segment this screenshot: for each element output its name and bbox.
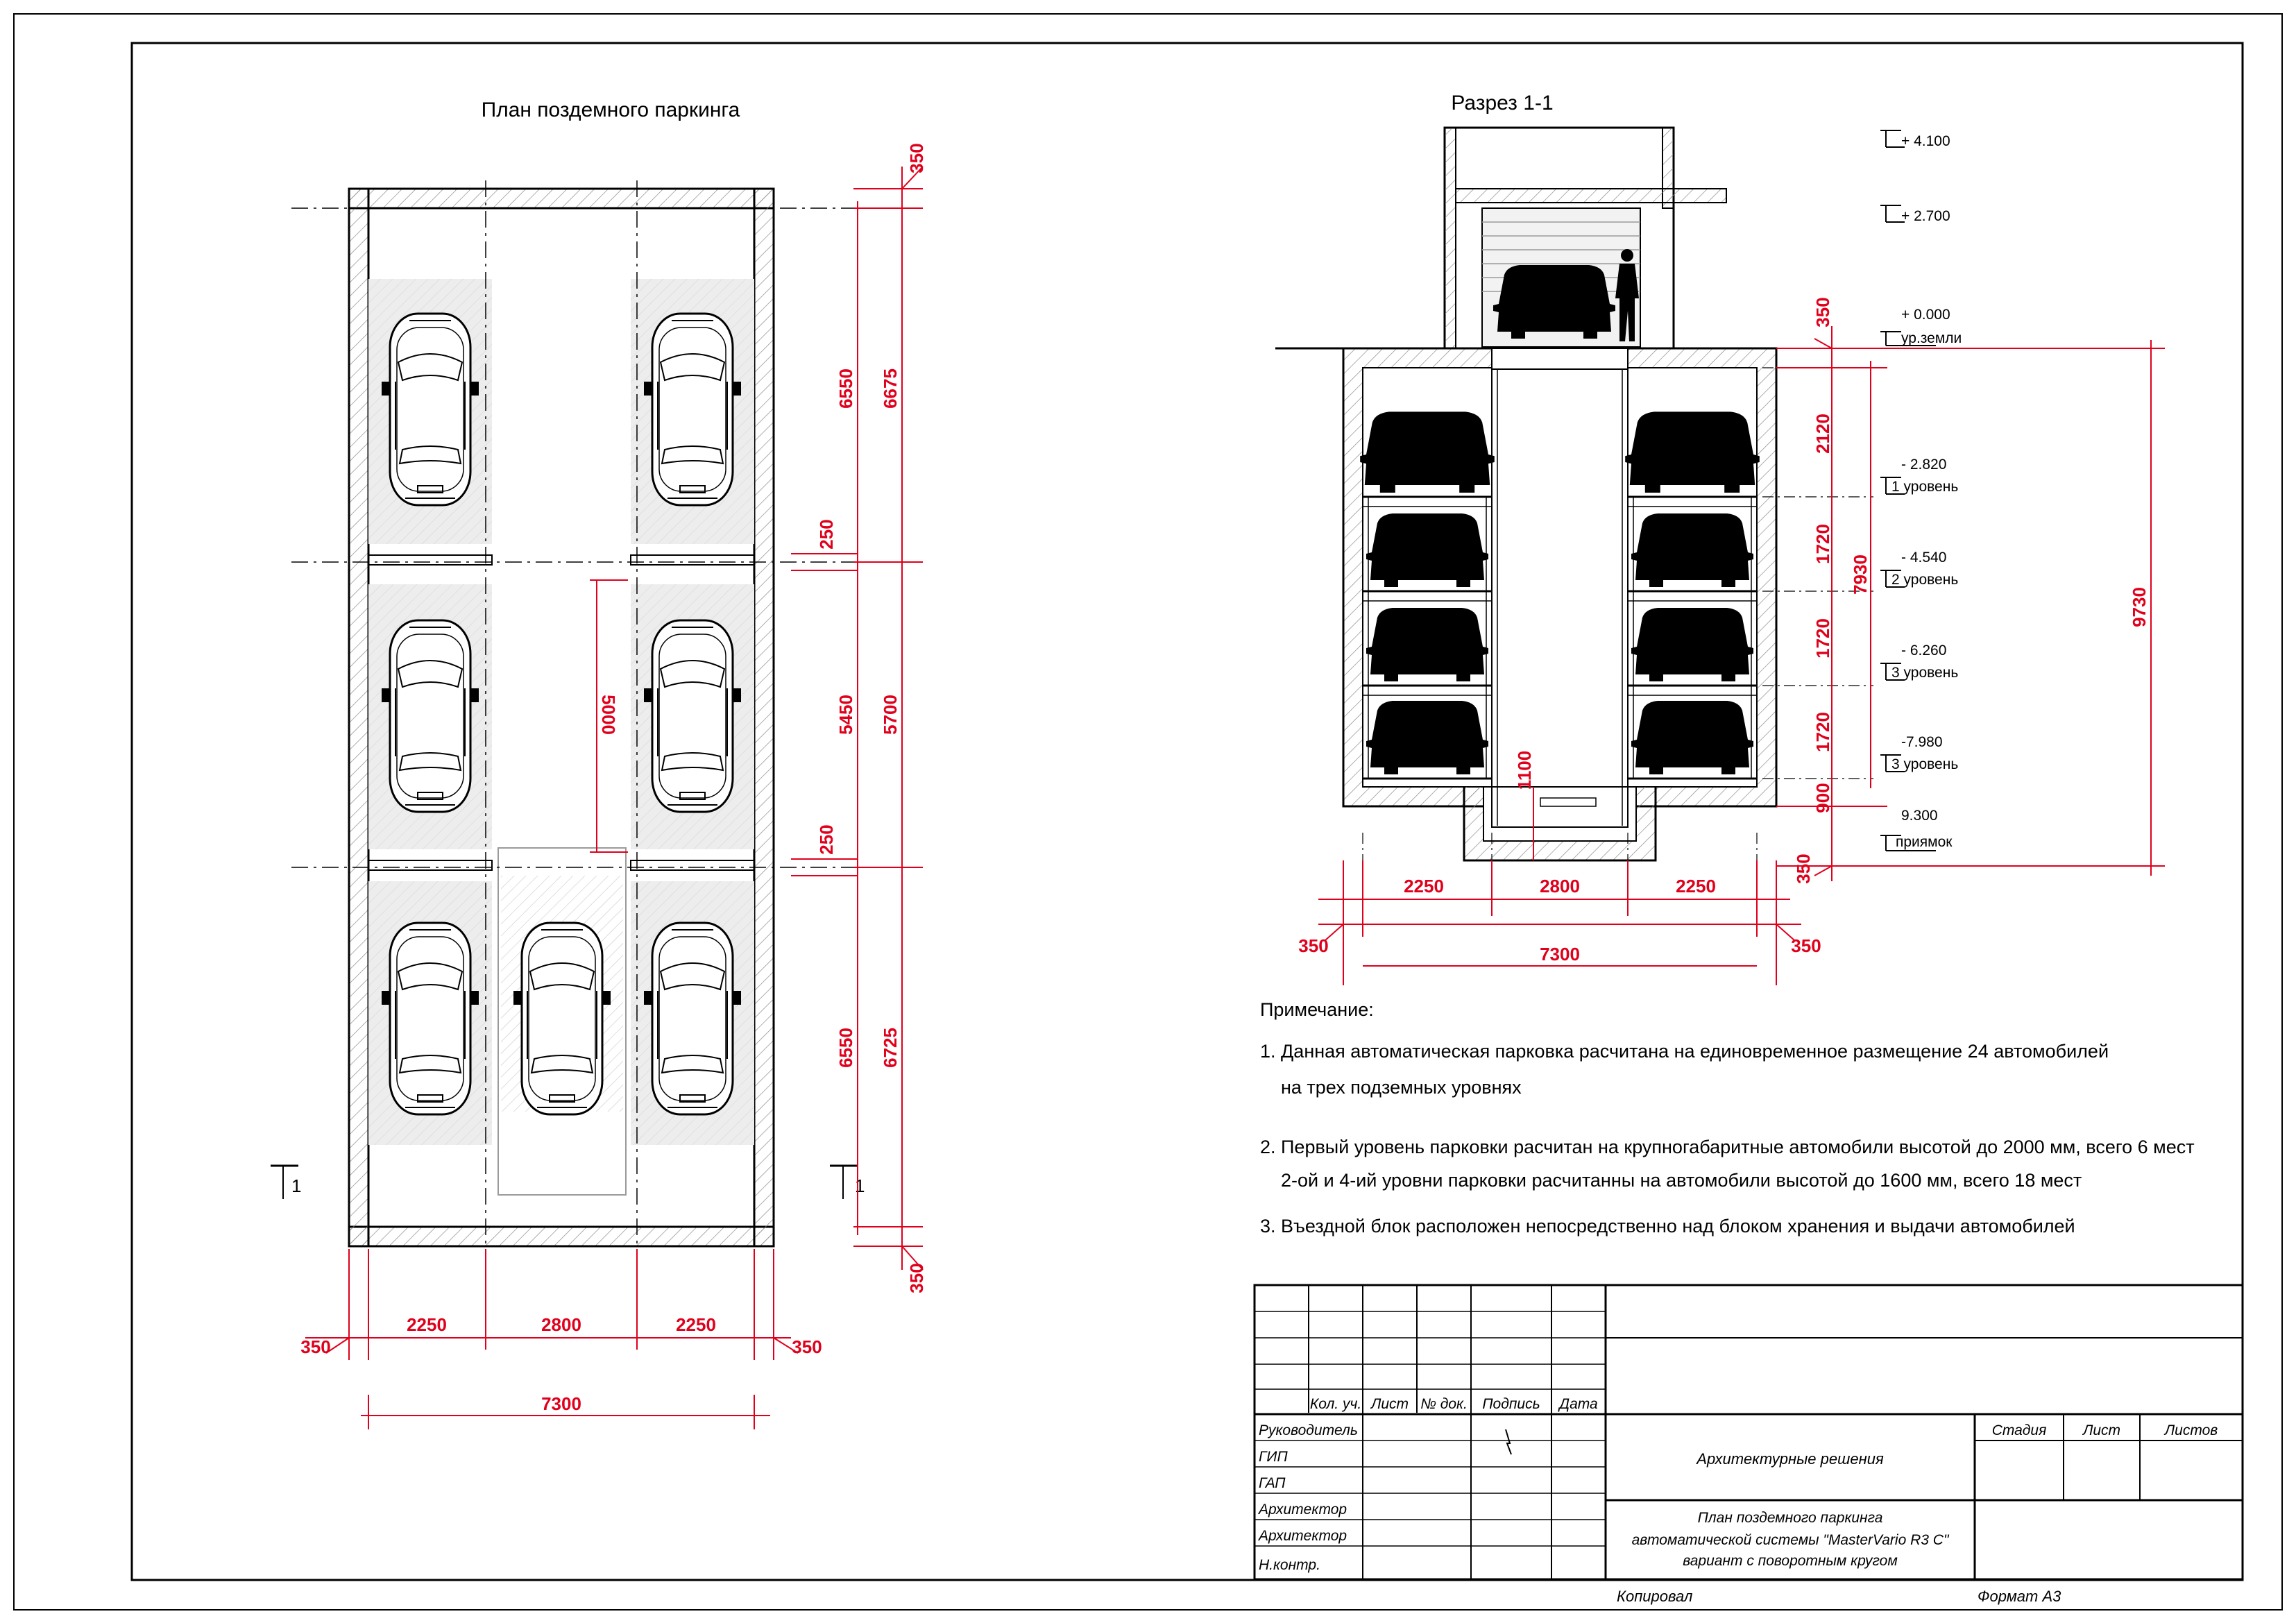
level-3-label: ур.земли — [1901, 330, 1962, 346]
level-1-value: + 4.100 — [1901, 133, 1950, 149]
tb-stage: Стадия — [1992, 1422, 2047, 1438]
plan-dim-bottom-1: 2250 — [407, 1314, 447, 1335]
level-4-value: - 2.820 — [1901, 457, 1946, 473]
level-8-label: приямок — [1896, 834, 1953, 850]
plan-drawing — [271, 180, 858, 1249]
tb-col-4: Подпись — [1482, 1396, 1540, 1412]
note-1b: на трех подземных уровнях — [1281, 1077, 1522, 1098]
plan-title: План поздемного паркинга — [482, 99, 740, 121]
section-dim-v-7: 350 — [1793, 853, 1814, 883]
tb-col-5: Дата — [1558, 1396, 1597, 1412]
tb-copied: Копировал — [1617, 1588, 1692, 1605]
level-6-value: - 6.260 — [1901, 643, 1946, 658]
tb-role-1: Руководитель — [1259, 1422, 1358, 1438]
tb-role-3: ГАП — [1259, 1475, 1286, 1491]
section-mark-left: 1 — [291, 1175, 301, 1196]
plan-dim-total: 7300 — [541, 1393, 581, 1414]
tb-sheet: Лист — [2082, 1422, 2120, 1438]
plan-dim-right-1: 6550 — [835, 368, 856, 409]
plan-dim-outer-2: 6675 — [880, 368, 901, 409]
tb-col-1: Кол. уч. — [1310, 1396, 1361, 1412]
section-title: Разрез 1-1 — [1451, 92, 1553, 114]
plan-dim-right-3: 5450 — [835, 695, 856, 735]
level-6-label: 3 уровень — [1891, 665, 1958, 681]
tb-role-5: Архитектор — [1257, 1528, 1347, 1544]
plan-dim-wall-left: 350 — [300, 1336, 330, 1357]
section-dim-v-3: 1720 — [1812, 524, 1833, 564]
plan-dim-right-5: 6550 — [835, 1028, 856, 1068]
section-dim-v-4: 1720 — [1812, 618, 1833, 658]
section-dim-9730: 9730 — [2129, 587, 2150, 627]
tb-role-4: Архитектор — [1257, 1502, 1347, 1518]
plan-dim-outer-5: 350 — [906, 1263, 927, 1293]
plan-dim-right-2: 250 — [816, 519, 837, 549]
section-mark-right: 1 — [855, 1175, 865, 1196]
tb-sheets: Листов — [2163, 1422, 2218, 1438]
level-2-value: + 2.700 — [1901, 208, 1950, 224]
level-7-value: -7.980 — [1901, 734, 1943, 750]
tb-desc-1: План поздемного паркинга — [1698, 1510, 1883, 1526]
tb-desc-2: автоматической системы "MasterVario R3 C… — [1632, 1532, 1950, 1548]
plan-dim-center: 5000 — [598, 695, 619, 735]
plan-dim-bottom-3: 2250 — [676, 1314, 716, 1335]
level-5-label: 2 уровень — [1891, 572, 1958, 588]
level-8-value: 9.300 — [1901, 808, 1938, 824]
tb-role-2: ГИП — [1259, 1449, 1288, 1465]
plan-dim-outer-1: 350 — [906, 143, 927, 173]
section-dim-total: 7300 — [1540, 944, 1580, 965]
title-block-text: Кол. уч. Лист № док. Подпись Дата Руково… — [1257, 1396, 2218, 1605]
section-dim-wall-right: 350 — [1791, 935, 1821, 956]
level-3-value: + 0.000 — [1901, 307, 1950, 323]
notes: Примечание: 1. Данная автоматическая пар… — [1260, 999, 2195, 1237]
section-dims-vertical — [1533, 326, 2165, 881]
tb-role-6: Н.контр. — [1259, 1557, 1320, 1573]
note-2a: 2. Первый уровень парковки расчитан на к… — [1260, 1137, 2195, 1157]
section-dim-v-2: 2120 — [1812, 414, 1833, 454]
plan-dim-bottom-2: 2800 — [541, 1314, 581, 1335]
tb-desc-3: вариант с поворотным кругом — [1683, 1553, 1898, 1569]
plan-dim-right-4: 250 — [816, 824, 837, 854]
level-7-label: 3 уровень — [1891, 756, 1958, 772]
title-block — [1253, 1284, 2244, 1581]
section-dims-bottom — [1318, 860, 1801, 985]
plan-dim-outer-4: 6725 — [880, 1028, 901, 1068]
plan-dim-outer-3: 5700 — [880, 695, 901, 735]
section-dim-v-5: 1720 — [1812, 712, 1833, 752]
section-drawing — [1275, 126, 1936, 916]
section-dim-wall-left: 350 — [1298, 935, 1328, 956]
section-dim-v-1: 350 — [1812, 297, 1833, 327]
inner-frame — [130, 42, 2244, 1581]
tb-section-name: Архитектурные решения — [1695, 1450, 1884, 1468]
section-dim-bottom-2: 2800 — [1540, 876, 1580, 897]
section-dim-v-6: 900 — [1812, 783, 1833, 813]
section-dim-7930: 7930 — [1850, 554, 1871, 595]
section-dim-1100: 1100 — [1514, 751, 1535, 790]
notes-heading: Примечание: — [1260, 999, 1374, 1020]
section-dim-bottom-3: 2250 — [1676, 876, 1716, 897]
level-4-label: 1 уровень — [1891, 479, 1958, 495]
tb-format: Формат А3 — [1978, 1588, 2061, 1605]
plan-dims-right — [791, 166, 924, 1271]
plan-dims-bottom — [305, 1249, 799, 1429]
note-1a: 1. Данная автоматическая парковка расчит… — [1260, 1041, 2109, 1062]
outer-frame — [13, 13, 2283, 1611]
tb-col-2: Лист — [1370, 1396, 1409, 1412]
plan-dim-wall-right: 350 — [792, 1336, 822, 1357]
section-dim-bottom-1: 2250 — [1404, 876, 1444, 897]
tb-col-3: № док. — [1420, 1396, 1468, 1412]
note-2b: 2-ой и 4-ий уровни парковки расчитанны н… — [1281, 1170, 2082, 1191]
note-3: 3. Въездной блок расположен непосредстве… — [1260, 1216, 2075, 1237]
level-5-value: - 4.540 — [1901, 550, 1946, 566]
